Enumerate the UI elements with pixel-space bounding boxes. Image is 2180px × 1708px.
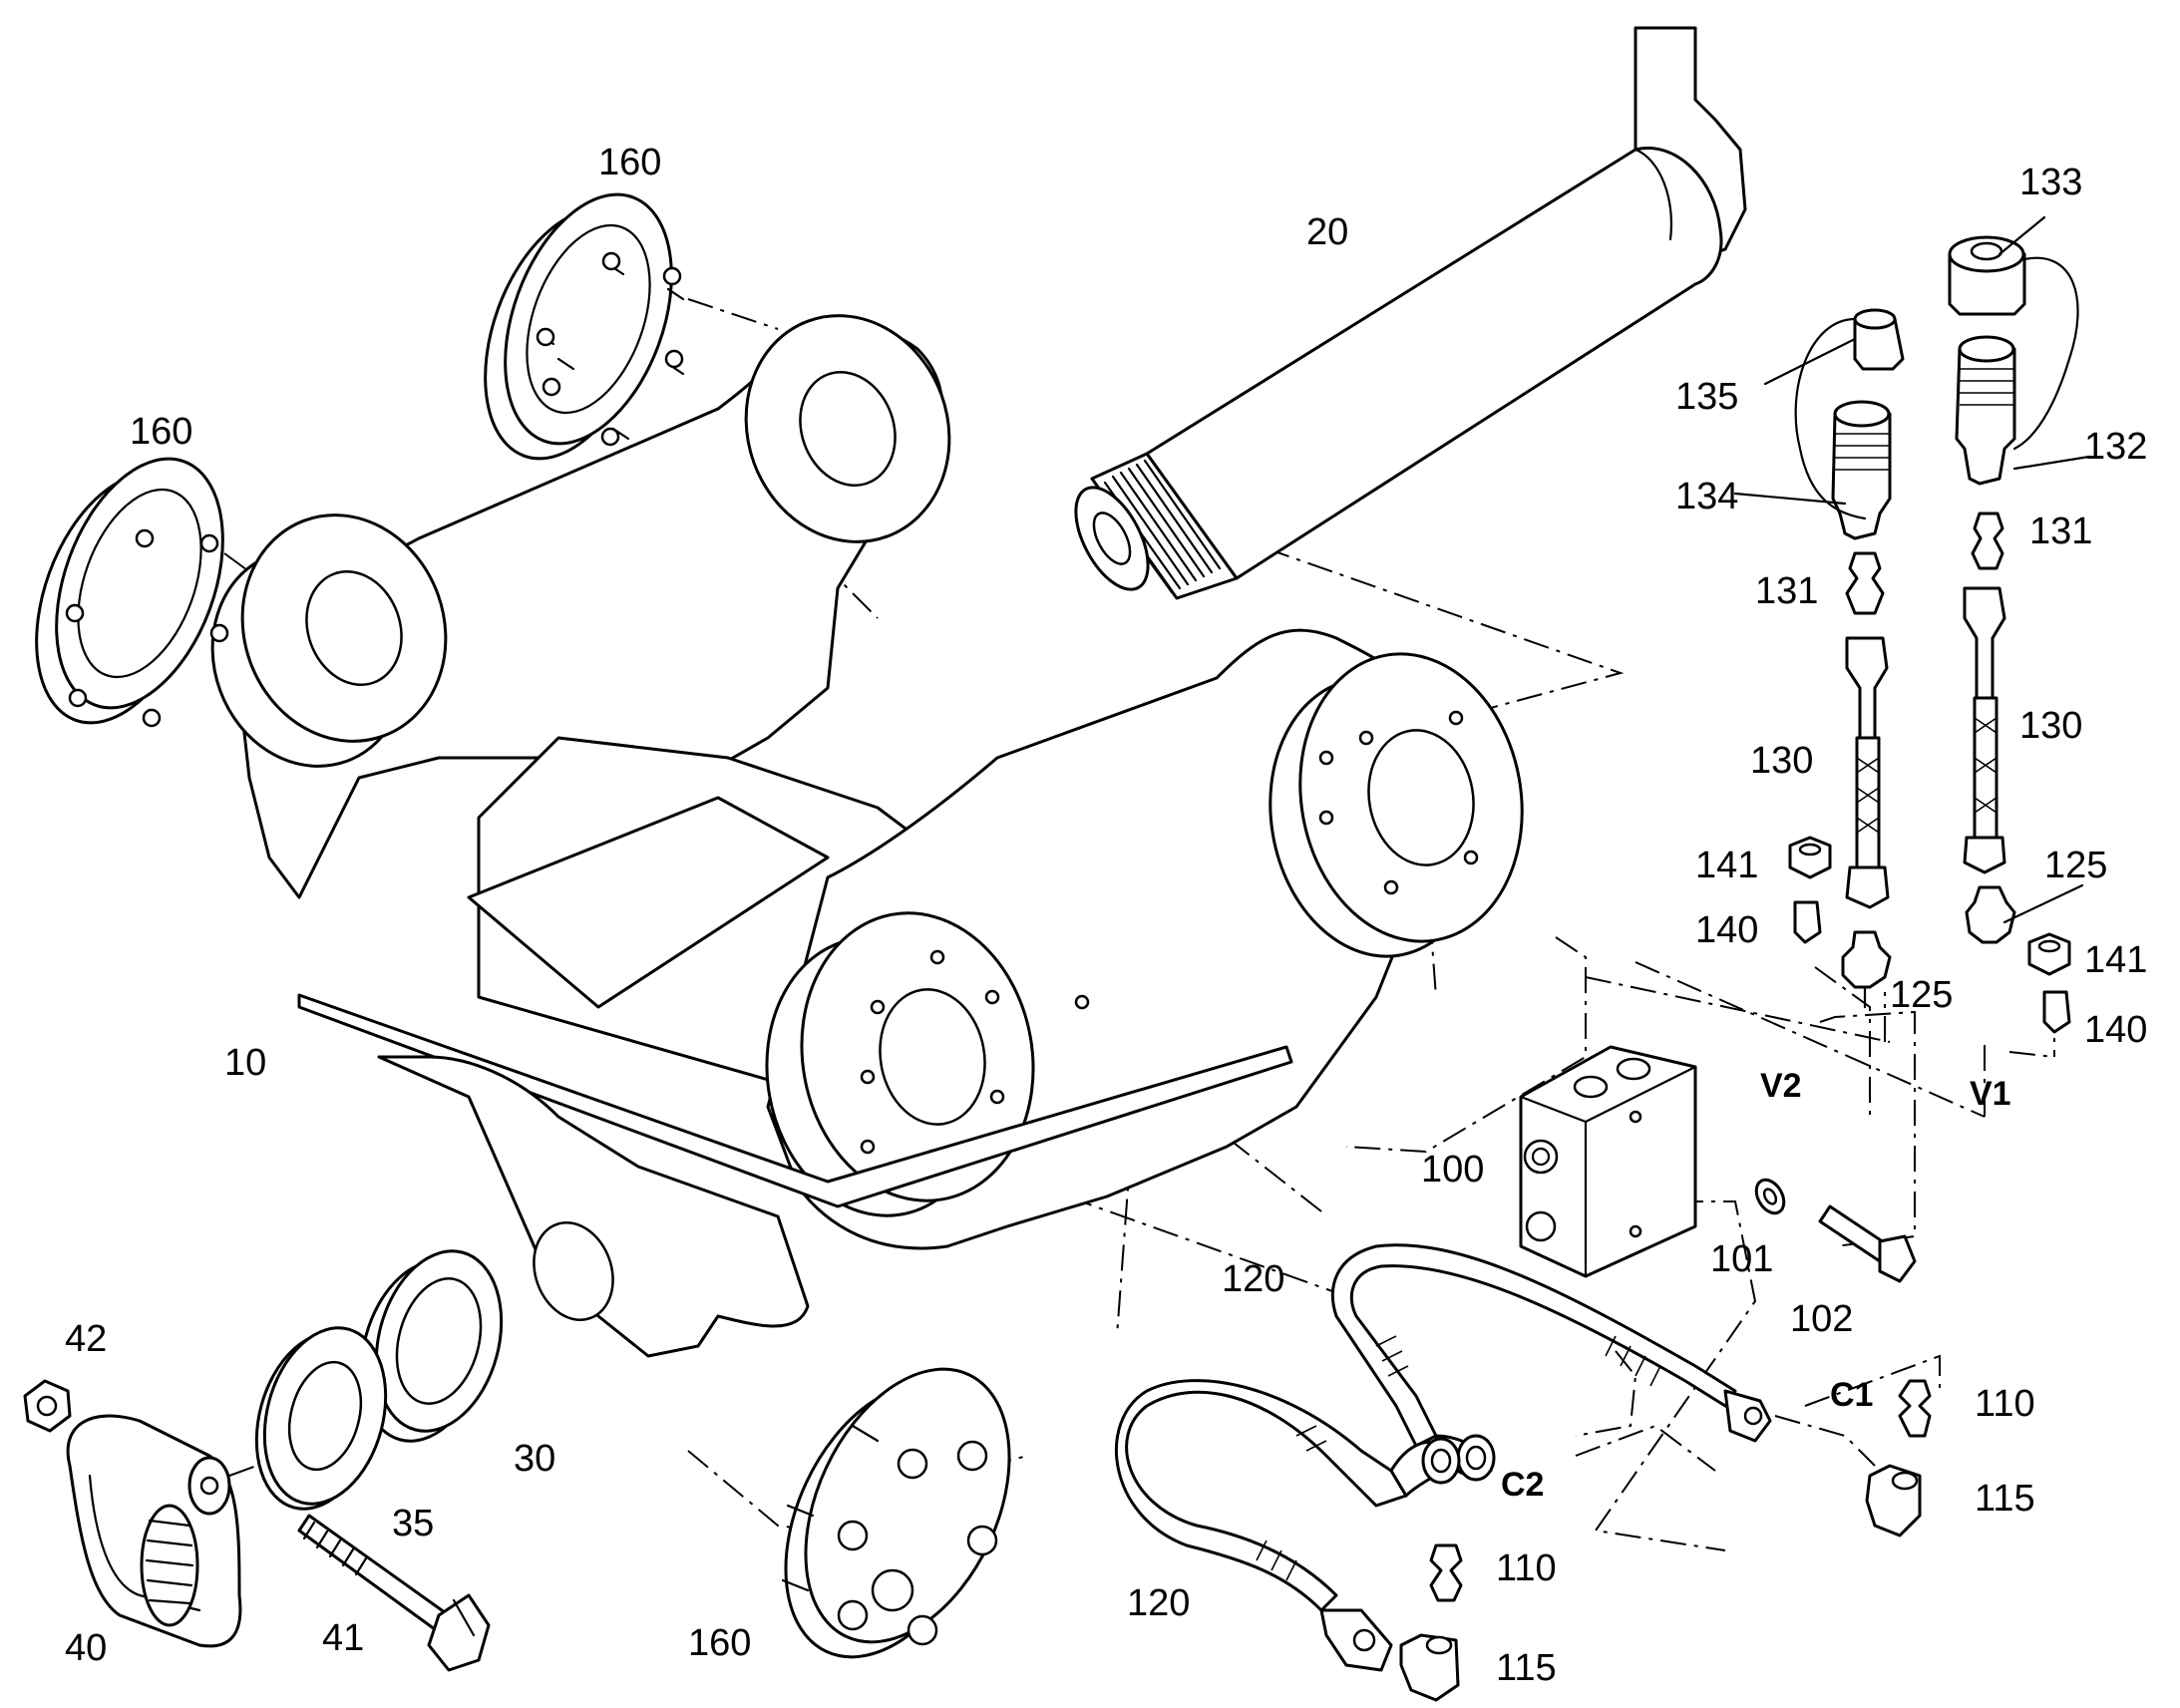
label-30: 30 (514, 1438, 555, 1480)
label-102: 102 (1790, 1298, 1853, 1340)
plug-140-right (2042, 990, 2071, 1034)
label-134: 134 (1675, 476, 1738, 517)
frame-10 (210, 314, 1524, 1358)
label-130-right: 130 (2019, 705, 2082, 747)
label-port-c1: C1 (1830, 1376, 1873, 1414)
label-42: 42 (65, 1318, 107, 1360)
label-141-right: 141 (2084, 939, 2147, 981)
adapter-125-left (1841, 930, 1892, 1009)
label-130-left: 130 (1750, 740, 1813, 782)
port-labels: V1 V2 C1 C2 (1501, 1067, 2011, 1504)
coupler-134 (1831, 400, 1892, 540)
nipple-131-right (1971, 512, 2004, 570)
label-115-c1: 115 (1975, 1478, 2035, 1520)
nut-42 (23, 1379, 72, 1433)
label-160-top: 160 (598, 142, 661, 183)
hose-120-lower (1115, 1379, 1461, 1672)
hose-130-right (1963, 586, 2006, 874)
label-125-left: 125 (1890, 974, 1953, 1016)
label-port-v2: V2 (1760, 1067, 1802, 1105)
nut-141-left (1788, 836, 1832, 879)
label-110-c2: 110 (1496, 1547, 1557, 1589)
label-160-left: 160 (130, 411, 192, 453)
valve-block-100 (1519, 1045, 1697, 1278)
coupler-132 (1955, 335, 2016, 486)
bolt-41 (297, 1514, 491, 1672)
label-10: 10 (224, 1042, 266, 1084)
flange-160-left (35, 457, 229, 728)
elbow-115-c1 (1865, 1464, 1922, 1537)
label-35: 35 (392, 1503, 434, 1544)
label-40: 40 (65, 1627, 107, 1669)
label-135: 135 (1675, 376, 1738, 418)
nut-141-right (2027, 932, 2071, 976)
label-132: 132 (2084, 426, 2147, 468)
washer-35 (254, 1326, 388, 1511)
part-labels: 10 20 30 35 40 41 42 100 101 102 110 110… (65, 142, 2147, 1689)
flange-160-top (484, 192, 685, 461)
adapter-110-c1 (1898, 1379, 1932, 1438)
plug-140-left (1793, 900, 1822, 944)
label-120-upper: 120 (1222, 1258, 1284, 1300)
flange-160-bottom (781, 1367, 1011, 1659)
bolt-102 (1818, 1204, 1917, 1283)
label-20: 20 (1306, 211, 1348, 253)
label-101: 101 (1710, 1238, 1773, 1280)
elbow-115-c2 (1399, 1633, 1460, 1702)
adapter-125-right (1965, 885, 2016, 944)
label-131-left: 131 (1755, 570, 1818, 612)
hose-120-upper (1330, 1243, 1772, 1482)
seal-washer-101 (1754, 1178, 1786, 1215)
label-port-c2: C2 (1501, 1466, 1544, 1504)
label-120-lower: 120 (1127, 1582, 1190, 1624)
clamp-40 (66, 1414, 242, 1648)
pin-20 (1074, 26, 1747, 600)
label-115-c2: 115 (1496, 1647, 1557, 1689)
nipple-131-left (1845, 551, 1885, 615)
label-125-right: 125 (2044, 845, 2107, 886)
label-100: 100 (1421, 1149, 1484, 1191)
label-port-v1: V1 (1970, 1075, 2011, 1113)
cap-133 (1948, 235, 2079, 451)
label-140-left: 140 (1695, 909, 1758, 951)
label-133: 133 (2019, 162, 2082, 203)
label-110-c1: 110 (1975, 1383, 2035, 1425)
label-131-right: 131 (2029, 511, 2092, 552)
label-41: 41 (322, 1617, 364, 1659)
label-141-left: 141 (1695, 845, 1758, 886)
label-160-bottom: 160 (688, 1622, 751, 1664)
hose-130-left (1845, 636, 1890, 909)
bushing-30 (359, 1249, 504, 1443)
adapter-110-c2 (1429, 1543, 1463, 1602)
cap-135 (1794, 308, 1905, 520)
label-140-right: 140 (2084, 1009, 2147, 1051)
leader-lines (1733, 215, 2091, 924)
